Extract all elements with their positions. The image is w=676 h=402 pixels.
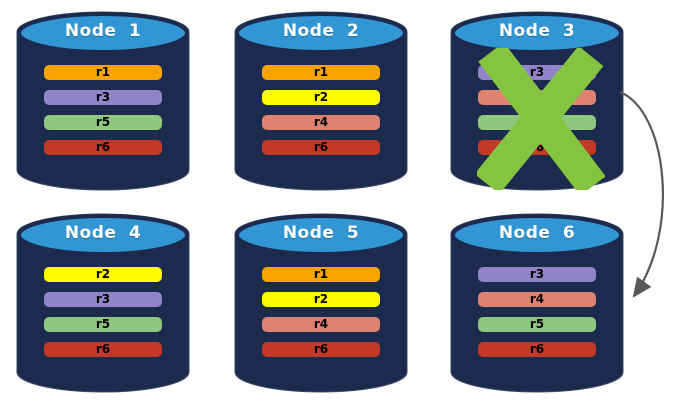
replica-bar-r3: r3: [44, 292, 162, 307]
replica-bar-r3: r3: [478, 65, 596, 80]
node-3: Node 3 r3 r4 r5 r6: [449, 10, 625, 192]
replica-bar-r5: r5: [478, 115, 596, 130]
replica-bar-r1: r1: [262, 267, 380, 282]
replica-bar-r5: r5: [478, 317, 596, 332]
replica-bar-r5: r5: [44, 115, 162, 130]
replica-bar-r4: r4: [478, 292, 596, 307]
replica-bar-r4: r4: [262, 115, 380, 130]
node-title: Node 2: [282, 21, 360, 41]
replica-bar-r4: r4: [262, 317, 380, 332]
replica-bar-r6: r6: [262, 342, 380, 357]
replica-bar-r6: r6: [262, 140, 380, 155]
replica-bar-r6: r6: [478, 140, 596, 155]
replica-bar-r1: r1: [44, 65, 162, 80]
replica-bar-r2: r2: [262, 90, 380, 105]
replica-bar-r3: r3: [44, 90, 162, 105]
node-5: Node 5 r1 r2 r4 r6: [233, 212, 409, 394]
node-title: Node 6: [498, 223, 576, 243]
replica-bar-r6: r6: [478, 342, 596, 357]
replica-bar-r3: r3: [478, 267, 596, 282]
replica-bar-r4: r4: [478, 90, 596, 105]
node-title: Node 4: [64, 223, 142, 243]
node-title: Node 5: [282, 223, 360, 243]
replica-bar-r6: r6: [44, 342, 162, 357]
replica-bar-r1: r1: [262, 65, 380, 80]
replica-bar-r2: r2: [44, 267, 162, 282]
node-4: Node 4 r2 r3 r5 r6: [15, 212, 191, 394]
replica-bar-r5: r5: [44, 317, 162, 332]
node-6: Node 6 r3 r4 r5 r6: [449, 212, 625, 394]
node-title: Node 1: [64, 21, 142, 41]
replica-bar-r2: r2: [262, 292, 380, 307]
node-1: Node 1 r1 r3 r5 r6: [15, 10, 191, 192]
node-2: Node 2 r1 r2 r4 r6: [233, 10, 409, 192]
arrow-curve: [619, 90, 665, 298]
node-title: Node 3: [498, 21, 576, 41]
replica-bar-r6: r6: [44, 140, 162, 155]
